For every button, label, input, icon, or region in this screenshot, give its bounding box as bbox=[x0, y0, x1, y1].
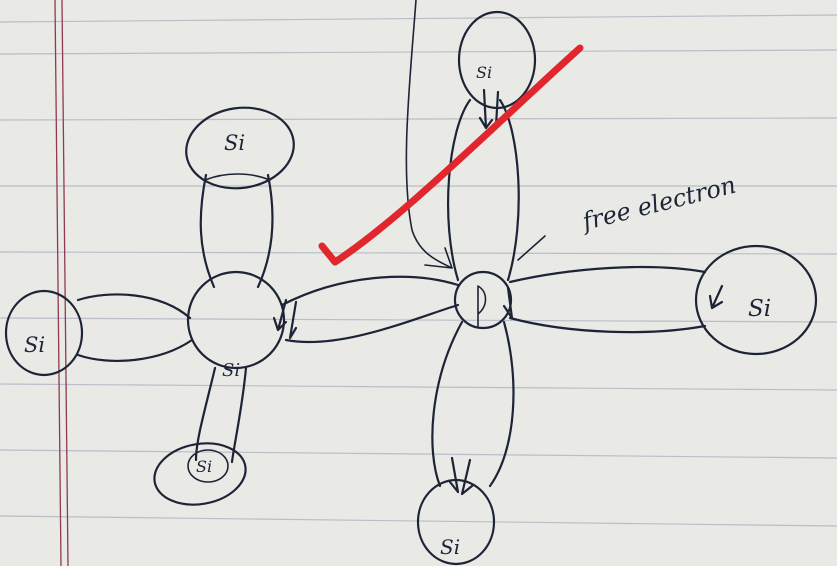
ruled-lines bbox=[0, 14, 837, 527]
free-electron-arrow bbox=[502, 286, 514, 320]
center-left-si-atom bbox=[186, 270, 286, 370]
top-left-bond-lobe bbox=[199, 173, 274, 289]
right-electron-arrow bbox=[708, 284, 724, 310]
left-si-atom bbox=[4, 289, 84, 377]
bottom-electron-arrows bbox=[448, 456, 474, 496]
label-si-top-right: Si bbox=[476, 63, 492, 82]
top-electron-arrows bbox=[478, 88, 506, 130]
label-si-right: Si bbox=[748, 296, 771, 322]
bottom-left-bond-lobe bbox=[194, 366, 248, 464]
label-si-center-left: Si bbox=[222, 360, 240, 381]
center-right-si-atom bbox=[453, 270, 513, 330]
label-si-left: Si bbox=[24, 333, 45, 357]
label-si-bottom-left: Si bbox=[196, 457, 212, 476]
left-silicon-structure bbox=[4, 106, 460, 506]
label-free-electron: free electron bbox=[578, 171, 739, 237]
bottom-right-bond-lobe bbox=[431, 320, 515, 488]
label-si-top-left: Si bbox=[224, 131, 245, 155]
pointer-arrow bbox=[405, 0, 453, 269]
bond-electron-arrows bbox=[272, 298, 298, 340]
label-si-bottom-right: Si bbox=[440, 535, 460, 559]
left-bond-lobe bbox=[76, 293, 194, 362]
red-check-mark bbox=[318, 44, 584, 266]
right-si-atom bbox=[694, 244, 818, 356]
right-silicon-structure bbox=[416, 10, 818, 566]
annotation-leader bbox=[517, 235, 546, 261]
middle-bond-lobe bbox=[280, 275, 460, 344]
bottom-left-si-atom bbox=[153, 442, 247, 506]
right-bond-lobe bbox=[508, 265, 707, 334]
top-left-si-atom bbox=[185, 106, 295, 190]
margin-lines bbox=[54, 0, 69, 566]
